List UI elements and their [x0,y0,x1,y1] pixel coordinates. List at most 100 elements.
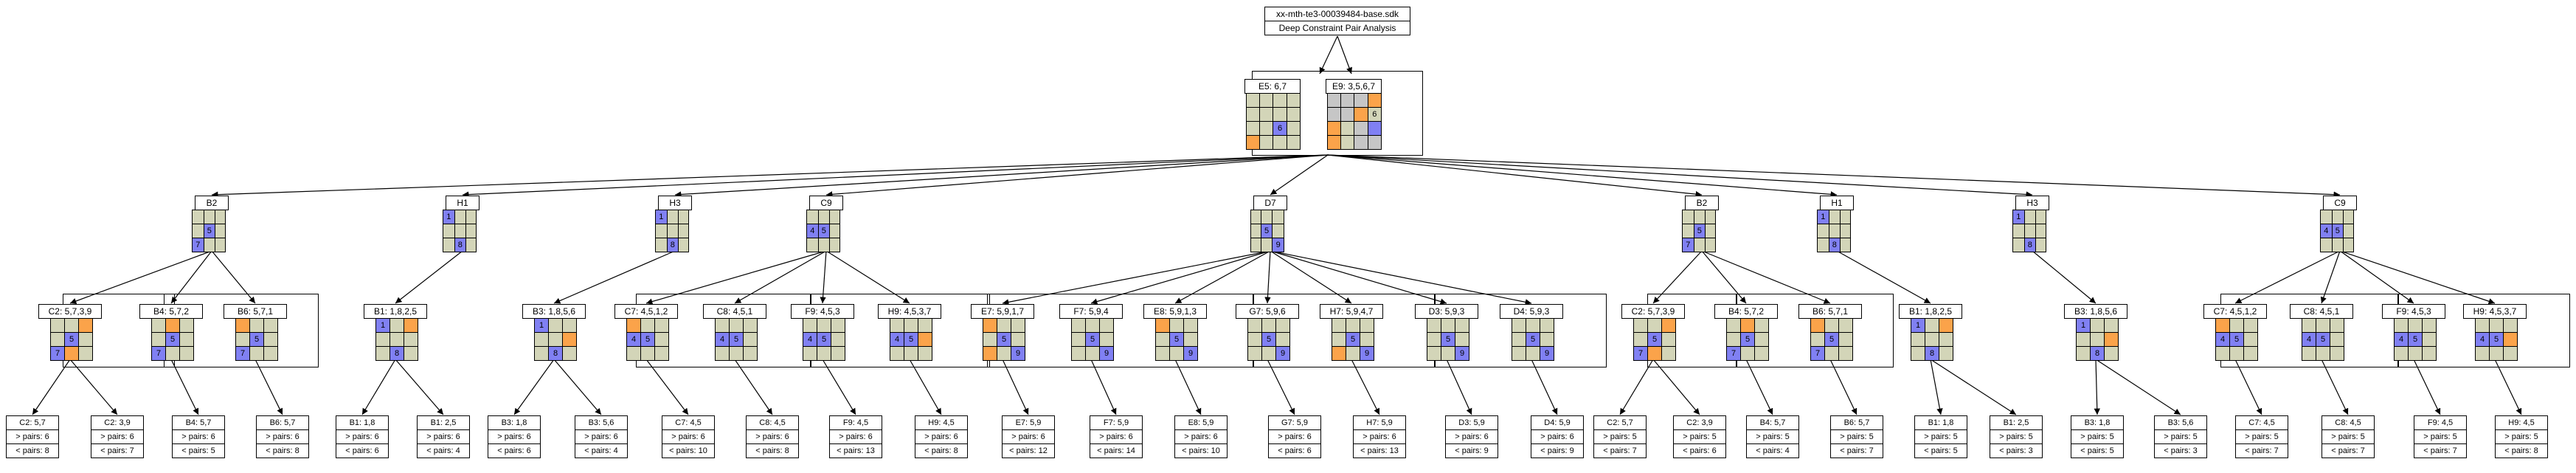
greater-pairs: > pairs: 6 [6,429,59,444]
grid-cell [1247,346,1262,361]
grid-cell [78,332,93,347]
grid-cell [1925,332,1939,347]
leaf-l30: F9: 4,5> pairs: 5< pairs: 7 [2414,415,2467,458]
grid-cell [806,210,819,224]
edge-leaf-18 [1446,359,1472,415]
grid-cell [1354,135,1368,150]
edge-b4a [170,250,212,304]
grid-cell [192,224,204,238]
greater-pairs: > pairs: 6 [1002,429,1055,444]
grid-cell: 7 [1810,346,1825,361]
grid-cell: 7 [151,346,166,361]
edge-leaf-21 [1652,359,1700,415]
grid-cell [1840,238,1851,252]
node-label: C7: 4,5,1,2 [2203,304,2267,319]
grid-cell: 9 [1540,346,1554,361]
less-pairs: < pairs: 6 [488,443,541,458]
grid-cell: 5 [729,332,744,347]
grid-cell [534,346,549,361]
leaf-label: H7: 5,9 [1353,415,1406,430]
leaf-l22: B4: 5,7> pairs: 5< pairs: 4 [1746,415,1799,458]
grid-cell [678,238,689,252]
edge-h7 [1270,250,1352,304]
grid-cell [817,210,831,224]
less-pairs: < pairs: 5 [172,443,225,458]
grid-cell [165,318,180,333]
grid-cell [2422,332,2437,347]
grid-cell [1455,318,1469,333]
grid-cell [1828,210,1841,224]
grid-cell: 1 [2076,318,2091,333]
grid-cell [151,332,166,347]
grid-cell [2475,346,2490,361]
leaf-l24: B1: 1,8> pairs: 5< pairs: 5 [1914,415,1967,458]
grid-cell [2343,210,2354,224]
grid-cell: 5 [1647,332,1662,347]
grid-cell [655,238,668,252]
edge-leaf-20 [1619,359,1654,415]
grid-cell [904,346,918,361]
leaf-label: E7: 5,9 [1002,415,1055,430]
grid-cell [2320,238,2333,252]
grid-cell [1512,332,1526,347]
grid-cell [1346,346,1360,361]
grid-cell [729,346,744,361]
grid-cell [1272,210,1284,224]
less-pairs: < pairs: 4 [575,443,628,458]
edge-h1a [462,154,1329,198]
less-pairs: < pairs: 3 [2154,443,2207,458]
less-pairs: < pairs: 6 [1268,443,1321,458]
grid-cell [2343,238,2354,252]
grid-cell [983,318,997,333]
greater-pairs: > pairs: 6 [91,429,144,444]
edge-leaf-10 [734,359,773,415]
edge-e8 [1174,250,1271,304]
grid-cell [1726,332,1741,347]
grid-cell [263,346,278,361]
grid-cell [2104,318,2119,333]
leaf-label: B4: 5,7 [172,415,225,430]
node-label: H1 [446,196,479,210]
edge-h1b [1327,154,1838,198]
grid-cell [249,318,264,333]
grid-cell [465,210,477,224]
grid-cell [1726,318,1741,333]
leaf-l29: C8: 4,5> pairs: 5< pairs: 7 [2321,415,2375,458]
grid-cell [1169,346,1184,361]
grid-cell [1427,332,1441,347]
less-pairs: < pairs: 7 [91,443,144,458]
edge-leaf-9 [645,359,689,415]
edge-b1b [1836,250,1931,304]
leaf-label: F9: 4,5 [2414,415,2467,430]
less-pairs: < pairs: 8 [256,443,309,458]
grid-cell [1367,93,1382,108]
grid-cell [1939,332,1953,347]
grid-cell [2229,318,2244,333]
edge-c8a [734,250,827,304]
grid-cell: 5 [817,332,831,347]
grid-cell [465,238,477,252]
grid-cell: 5 [2408,332,2423,347]
grid-cell: 8 [454,238,467,252]
node-label: B6: 5,7,1 [1798,304,1862,319]
grid-cell [1838,332,1853,347]
grid-cell: 9 [1183,346,1198,361]
grid-cell [654,318,669,333]
